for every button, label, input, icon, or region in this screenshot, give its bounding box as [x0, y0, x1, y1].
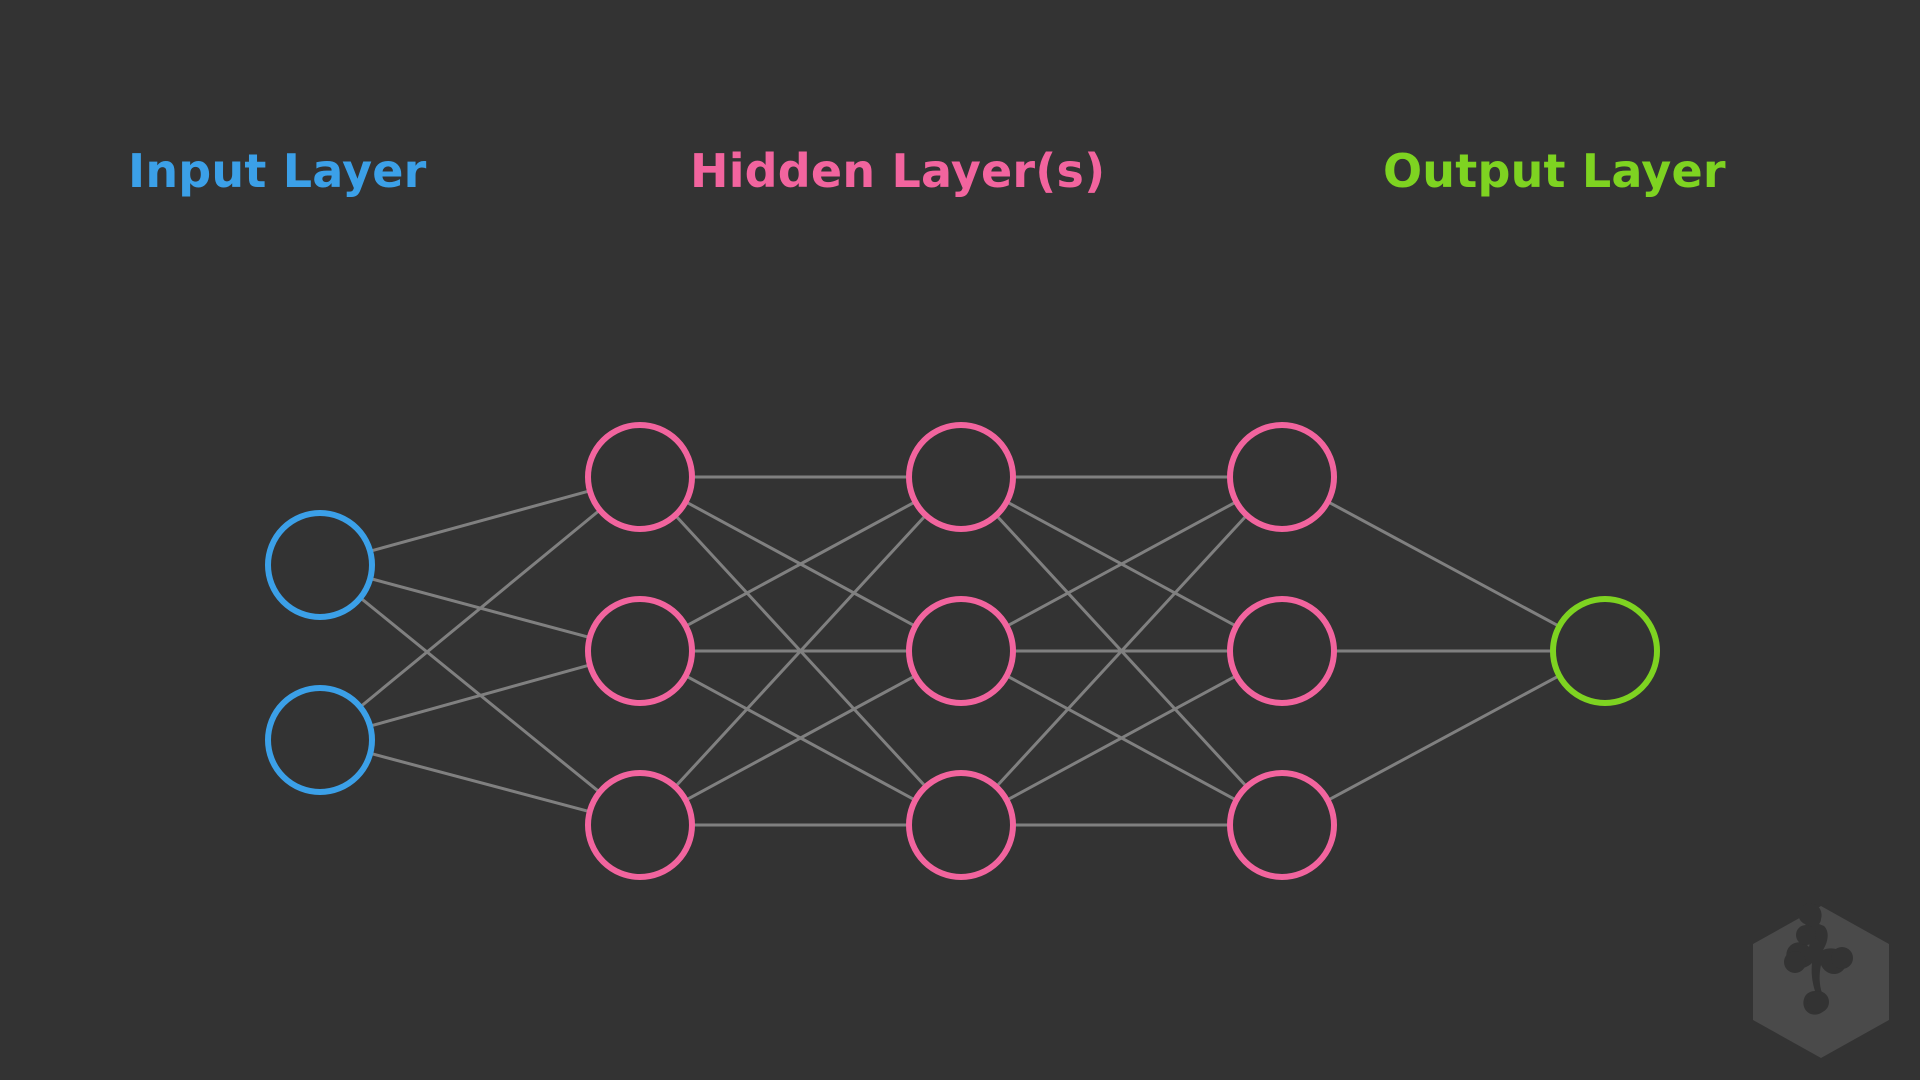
neuron-node-input-2[interactable] — [265, 685, 375, 795]
neuron-node-hidden2-3[interactable] — [906, 770, 1016, 880]
connection-line — [369, 751, 591, 814]
connection-line — [674, 514, 927, 788]
neuron-node-hidden2-2[interactable] — [906, 596, 1016, 706]
connection-line — [369, 663, 591, 728]
neuron-node-hidden1-1[interactable] — [585, 422, 695, 532]
neuron-nodes-group — [265, 422, 1660, 880]
connection-line — [369, 489, 591, 553]
connection-line — [1006, 674, 1237, 802]
connection-line — [685, 674, 916, 802]
neuron-node-input-1[interactable] — [265, 510, 375, 620]
neuron-node-hidden2-1[interactable] — [906, 422, 1016, 532]
connection-line — [995, 514, 1248, 788]
connection-line — [1327, 674, 1560, 802]
connection-line — [1006, 500, 1237, 628]
neuron-node-output-1[interactable] — [1550, 596, 1660, 706]
neuron-node-hidden3-2[interactable] — [1227, 596, 1337, 706]
neuron-node-hidden1-2[interactable] — [585, 596, 695, 706]
connection-line — [359, 508, 601, 709]
neuron-node-hidden3-1[interactable] — [1227, 422, 1337, 532]
connection-lines-group — [359, 475, 1560, 827]
connection-line — [1327, 500, 1560, 628]
connection-line — [685, 500, 916, 628]
neuron-node-hidden3-3[interactable] — [1227, 770, 1337, 880]
neuron-node-hidden1-3[interactable] — [585, 770, 695, 880]
